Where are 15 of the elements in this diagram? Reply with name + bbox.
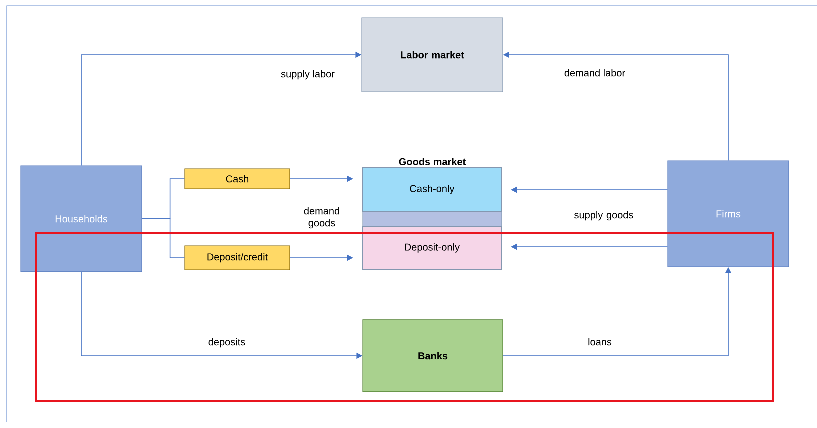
flow-label: supply goods bbox=[574, 211, 634, 221]
edge-label: demand labor bbox=[564, 69, 626, 77]
node-label: Goods market bbox=[399, 158, 466, 166]
payment-box: Cash bbox=[184, 168, 290, 190]
sector-box: Households bbox=[20, 166, 142, 272]
payment-box: Deposit/credit bbox=[184, 246, 290, 270]
segment-box: Cash-only bbox=[362, 167, 502, 212]
edge-label: supply labor bbox=[281, 70, 335, 80]
sector-box: Firms bbox=[668, 160, 790, 268]
edge-label: deposits bbox=[208, 338, 246, 348]
edge-label: loans bbox=[588, 338, 612, 346]
bank-box: Banks bbox=[362, 320, 504, 392]
market-box: Labor market bbox=[362, 18, 504, 92]
flow-label: demand goods bbox=[304, 207, 340, 229]
segment-box: Deposit-only bbox=[362, 226, 502, 270]
